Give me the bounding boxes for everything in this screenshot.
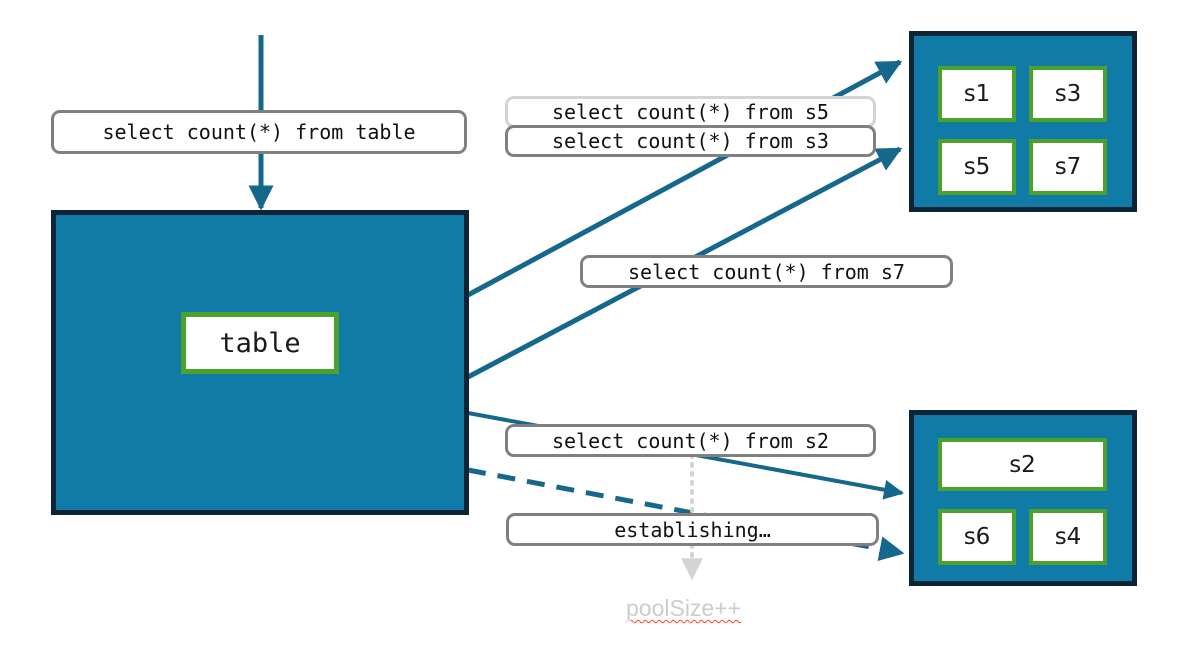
shard-s4[interactable]: s4	[1029, 509, 1107, 565]
s2-query-label: select count(*) from s2	[552, 428, 829, 453]
shard-s5-label: s5	[963, 154, 991, 180]
shard-s4-label: s4	[1054, 524, 1082, 550]
s3-query-label: select count(*) from s3	[552, 129, 829, 153]
s7-query-pill[interactable]: select count(*) from s7	[580, 255, 953, 288]
establishing-label: establishing…	[614, 517, 771, 542]
establishing-pill[interactable]: establishing…	[506, 513, 879, 546]
poolsize-label: poolSize++	[626, 595, 742, 621]
s3-query-pill[interactable]: select count(*) from s3	[505, 125, 876, 157]
poolsize-annotation: poolSize++	[626, 595, 741, 622]
s2-query-pill[interactable]: select count(*) from s2	[505, 424, 876, 457]
table-cluster	[51, 210, 469, 515]
source-query-label: select count(*) from table	[102, 120, 416, 144]
source-query-pill[interactable]: select count(*) from table	[51, 110, 467, 154]
s5-query-pill[interactable]: select count(*) from s5	[505, 96, 876, 128]
shard-s5[interactable]: s5	[938, 139, 1016, 195]
shard-s3-label: s3	[1054, 81, 1082, 107]
shard-s7-label: s7	[1054, 154, 1082, 180]
table-node-label: table	[219, 327, 301, 359]
shard-s6-label: s6	[963, 524, 991, 550]
shard-s6[interactable]: s6	[938, 509, 1016, 565]
s7-query-label: select count(*) from s7	[628, 259, 905, 284]
shard-s2-label: s2	[1009, 451, 1036, 478]
s5-query-label: select count(*) from s5	[552, 100, 829, 124]
table-node[interactable]: table	[181, 312, 339, 374]
shard-s1-label: s1	[963, 81, 991, 107]
shard-s2[interactable]: s2	[938, 438, 1107, 491]
shard-s1[interactable]: s1	[938, 66, 1016, 122]
shard-s3[interactable]: s3	[1029, 66, 1107, 122]
shard-s7[interactable]: s7	[1029, 139, 1107, 195]
